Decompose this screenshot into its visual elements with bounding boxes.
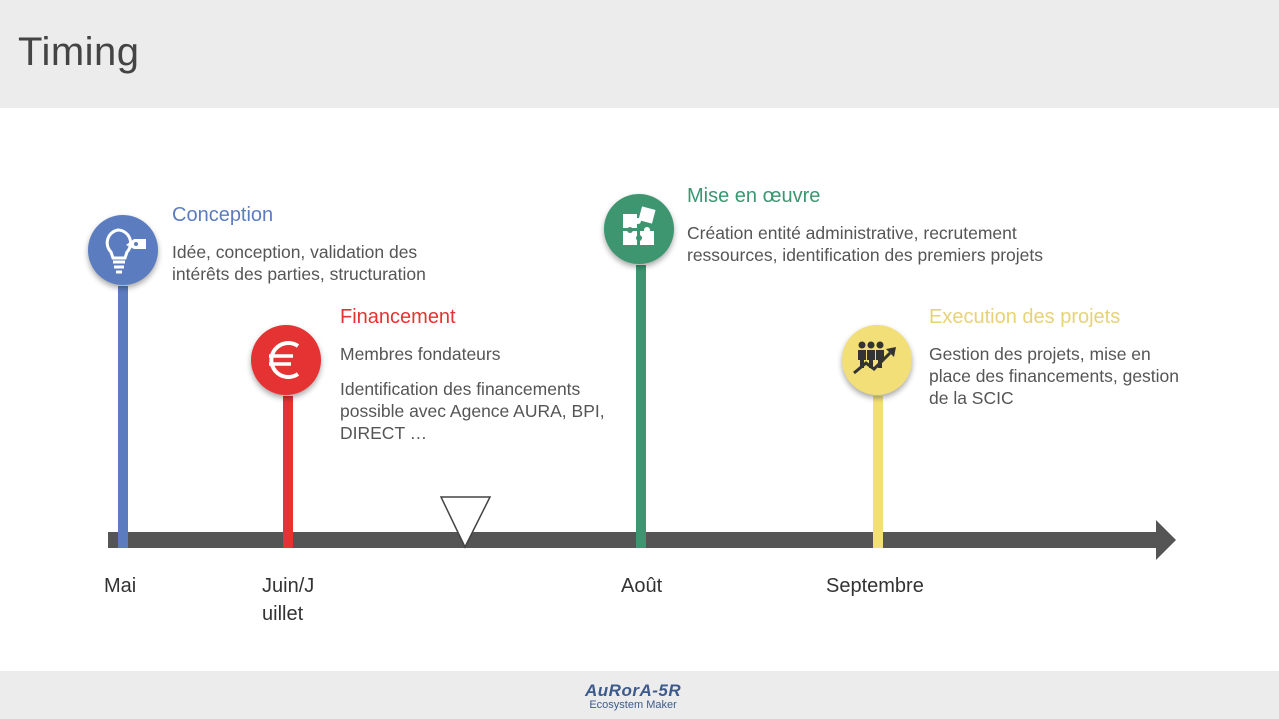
tick-label-septembre: Septembre [826,575,924,597]
timeline-bar [108,532,1158,548]
logo-name: AuRorA-5R [585,681,682,700]
financement-title: Financement [340,306,456,328]
current-position-triangle-icon [439,496,492,549]
execution-circle [842,325,912,395]
financement-line-1: Membres fondateurs [340,344,501,364]
financement-detail-line-1: Identification des financements [340,379,581,399]
mise-en-oeuvre-line-2: ressources, identification des premiers … [687,245,1043,265]
tick-label-juin-juillet: Juin/J uillet [262,575,315,625]
mise-en-oeuvre-line-1: Création entité administrative, recrutem… [687,223,1017,243]
logo-tagline: Ecosystem Maker [589,699,677,711]
conception-line-2: intérêts des parties, structuration [172,264,426,284]
puzzle-icon [623,206,656,245]
execution-line-3: de la SCIC [929,388,1014,408]
pin-execution [873,396,883,548]
financement-detail-line-2: possible avec Agence AURA, BPI, [340,401,605,421]
timeline-arrowhead-icon [1156,520,1176,560]
financement-detail-line-3: DIRECT … [340,423,428,443]
page-title: Timing [18,30,140,74]
financement-circle [251,325,321,395]
execution-title: Execution des projets [929,306,1121,328]
team-growth-icon [853,341,896,375]
aurora-logo: AuRorA-5R Ecosystem Maker [585,681,682,711]
conception-title: Conception [172,204,274,226]
execution-line-1: Gestion des projets, mise en [929,344,1151,364]
header-bar: Timing [0,0,1279,108]
pin-mise-en-oeuvre [636,265,646,548]
execution-line-2: place des financements, gestion [929,366,1180,386]
mise-en-oeuvre-circle [604,194,674,264]
lightbulb-tag-icon [105,228,146,274]
pin-financement [283,396,293,548]
conception-line-1: Idée, conception, validation des [172,242,418,262]
mise-en-oeuvre-title: Mise en œuvre [687,185,821,207]
euro-icon [269,341,300,379]
conception-circle [88,215,158,285]
footer-bar [0,671,1279,719]
tick-label-aout: Août [621,575,663,597]
tick-label-mai: Mai [104,575,137,597]
pin-conception [118,286,128,548]
